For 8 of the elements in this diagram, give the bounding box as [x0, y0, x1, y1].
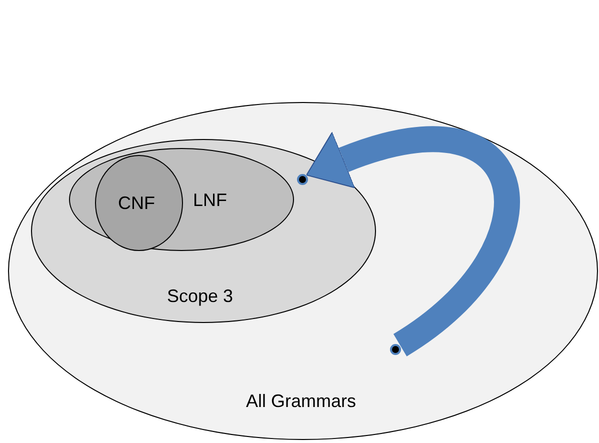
set-label: CNF — [118, 193, 155, 214]
dot-marker — [297, 174, 308, 185]
set-label: LNF — [193, 190, 228, 211]
set-ellipse — [95, 155, 183, 251]
dot-marker — [390, 344, 401, 355]
curved-block-arrow — [305, 126, 520, 356]
set-label: All Grammars — [246, 391, 356, 412]
set-label: Scope 3 — [167, 286, 234, 307]
